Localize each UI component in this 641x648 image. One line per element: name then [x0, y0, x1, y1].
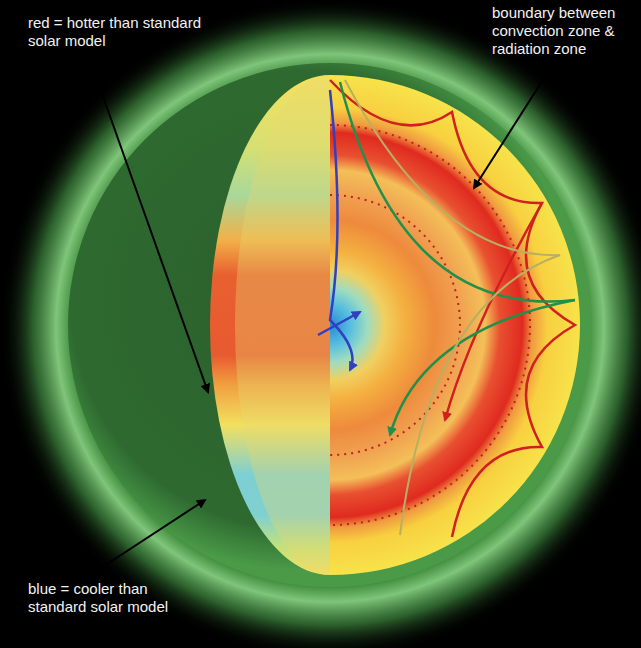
- dotted-shell: [330, 125, 530, 525]
- leader-arrow: [95, 74, 208, 392]
- ray-path: [345, 80, 560, 535]
- callout-label: boundary between convection zone & radia…: [492, 4, 637, 58]
- ray-path: [390, 300, 575, 435]
- solar-disk: [68, 63, 592, 587]
- ray-path: [340, 82, 575, 302]
- legend-note: blue = cooler than standard solar model: [28, 580, 203, 616]
- cut-slab: [210, 75, 330, 575]
- dotted-shell: [330, 195, 460, 455]
- ray-path: [318, 312, 360, 335]
- cutaway-interior: [330, 75, 580, 575]
- leader-arrow: [474, 72, 548, 188]
- leader-arrow: [95, 500, 205, 572]
- cut-face: [235, 75, 330, 575]
- legend-note: red = hotter than standard solar model: [28, 14, 203, 50]
- ray-path: [330, 80, 575, 537]
